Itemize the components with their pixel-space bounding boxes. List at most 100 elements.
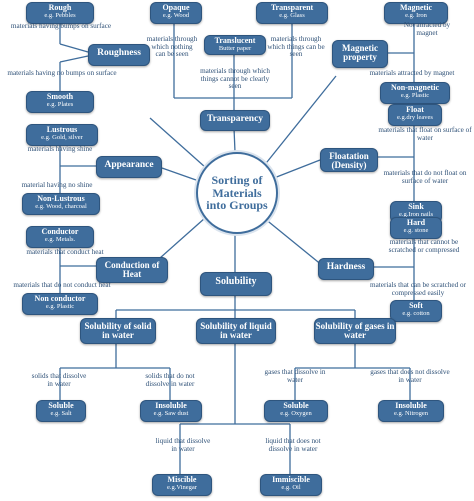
- node-appearance-title: Appearance: [104, 160, 154, 170]
- label-things-seen: materials through which things can be se…: [267, 35, 325, 59]
- node-magnetic-property: Magnetic property: [332, 40, 388, 68]
- node-floatation: Floatation (Density): [320, 148, 378, 172]
- label-no-shine: material having no shine: [21, 181, 93, 189]
- node-soluble-oxygen-example: e.g. Oxygen: [280, 410, 312, 417]
- label-solids-dissolve: solids that dissolve in water: [31, 372, 87, 388]
- node-rough-title: Rough: [48, 3, 72, 12]
- node-translucent-title: Translucent: [214, 36, 256, 45]
- node-insoluble-nitrogen: Insoluble e.g. Nitrogen: [378, 400, 444, 422]
- node-floatation-title: Floatation (Density): [329, 151, 369, 171]
- node-transparent-example: e.g. Glass: [279, 12, 305, 19]
- label-not-attracted: Not attracted by magnet: [403, 21, 451, 37]
- node-miscible-example: e.g.Vinegar: [167, 484, 197, 491]
- node-conduction-of-heat: Conduction of Heat: [96, 257, 168, 283]
- central-topic: Sorting of Materials into Groups: [196, 152, 278, 234]
- node-insoluble-sawdust-example: e.g. Saw dust: [153, 410, 189, 417]
- node-soft: Soft e.g. cotton: [390, 300, 442, 322]
- node-soluble-oxygen: Soluble e.g. Oxygen: [264, 400, 328, 422]
- node-solubility-liquid-title: Solubility of liquid in water: [200, 321, 272, 341]
- node-rough: Rough e.g. Pebbles: [26, 2, 94, 24]
- label-solids-not: solids that do not dissolve in water: [145, 372, 195, 388]
- node-rough-example: e.g. Pebbles: [44, 12, 76, 19]
- node-magnetic-property-title: Magnetic property: [342, 43, 378, 63]
- node-opaque-title: Opaque: [162, 3, 190, 12]
- node-immiscible-title: Immiscible: [272, 475, 310, 484]
- node-magnetic-title: Magnetic: [400, 3, 432, 12]
- node-transparency-title: Transparency: [206, 114, 264, 124]
- node-soluble-oxygen-title: Soluble: [283, 401, 309, 410]
- node-sink-title: Sink: [408, 202, 424, 211]
- label-float-water: materials that float on surface of water: [378, 126, 472, 142]
- label-can-scratch: materials that can be scratched or compr…: [370, 281, 466, 297]
- node-hard: Hard e.g. stone: [390, 217, 442, 239]
- node-non-magnetic-example: e.g. Plastic: [400, 92, 430, 99]
- node-smooth-title: Smooth: [46, 92, 74, 101]
- label-not-conduct: materials that do not conduct heat: [13, 281, 111, 289]
- node-non-conductor: Non conductor e.g. Plastic: [22, 293, 98, 315]
- node-solubility-liquid: Solubility of liquid in water: [196, 318, 276, 344]
- label-not-clearly: materials through which things cannot be…: [200, 67, 270, 91]
- node-insoluble-nitrogen-example: e.g. Nitrogen: [393, 410, 429, 417]
- node-conductor-title: Conductor: [41, 227, 79, 236]
- central-topic-text: Sorting of Materials into Groups: [206, 173, 268, 213]
- node-solubility-gas: Solubility of gases in water: [314, 318, 396, 344]
- node-solubility-solid: Solubility of solid in water: [80, 318, 156, 344]
- label-bumps: materials having bumps on surface: [10, 22, 112, 30]
- label-liquid-dissolve: liquid that dissolve in water: [155, 437, 211, 453]
- node-magnetic-example: e.g. Iron: [405, 12, 427, 19]
- node-float-example: e.g.dry leaves: [397, 114, 433, 121]
- node-roughness-title: Roughness: [97, 48, 141, 58]
- node-smooth-example: e.g. Plates: [46, 101, 74, 108]
- node-sink-example: e.g.Iron nails: [398, 211, 434, 218]
- node-conductor-example: e.g. Metals.: [44, 236, 76, 243]
- label-nothing-seen: materials through which nothing can be s…: [146, 35, 198, 59]
- node-float-title: Float: [406, 105, 424, 114]
- node-soft-title: Soft: [409, 301, 423, 310]
- node-insoluble-sawdust: Insoluble e.g. Saw dust: [140, 400, 202, 422]
- node-magnetic: Magnetic e.g. Iron: [384, 2, 448, 24]
- label-liquid-not: liquid that does not dissolve in water: [265, 437, 321, 453]
- node-conduction-of-heat-title: Conduction of Heat: [104, 260, 160, 280]
- node-transparent: Transparent e.g. Glass: [256, 2, 328, 24]
- node-hard-example: e.g. stone: [403, 227, 429, 234]
- node-conductor: Conductor e.g. Metals.: [26, 226, 94, 248]
- node-non-conductor-example: e.g. Plastic: [45, 303, 75, 310]
- label-no-bumps: materials having no bumps on surface: [7, 69, 117, 77]
- node-appearance: Appearance: [96, 156, 162, 178]
- node-solubility-title: Solubility: [215, 276, 257, 287]
- label-gases-dissolve: gases that dissolve in water: [264, 368, 326, 384]
- node-hardness: Hardness: [318, 258, 374, 280]
- node-immiscible: Immiscible e.g. Oil: [260, 474, 322, 496]
- node-float: Float e.g.dry leaves: [388, 104, 442, 126]
- node-solubility-solid-title: Solubility of solid in water: [84, 321, 152, 341]
- label-not-float: materials that do not float on surface o…: [383, 169, 467, 185]
- node-hardness-title: Hardness: [326, 262, 366, 272]
- label-shine: materials having shine: [27, 145, 93, 153]
- node-non-magnetic-title: Non-magnetic: [391, 83, 439, 92]
- node-insoluble-nitrogen-title: Insoluble: [395, 401, 427, 410]
- node-opaque: Opaque e.g. Wood: [150, 2, 202, 24]
- node-immiscible-example: e.g. Oil: [281, 484, 301, 491]
- node-soluble-salt-title: Soluble: [48, 401, 74, 410]
- node-translucent: Translucent Butter paper: [204, 35, 266, 55]
- label-conduct-heat: materials that conduct heat: [26, 248, 104, 256]
- label-attracted: materials attracted by magnet: [369, 69, 455, 77]
- node-lustrous-example: e.g. Gold, silver: [41, 134, 83, 141]
- label-gases-not: gases that does not dissolve in water: [370, 368, 450, 384]
- node-hard-title: Hard: [406, 218, 426, 227]
- node-miscible: Miscible e.g.Vinegar: [152, 474, 212, 496]
- node-smooth: Smooth e.g. Plates: [26, 91, 94, 113]
- node-non-lustrous: Non-Lustrous e.g. Wood, charcoal: [22, 193, 100, 215]
- node-translucent-example: Butter paper: [218, 45, 252, 52]
- node-soluble-salt: Soluble e.g. Salt: [36, 400, 86, 422]
- node-lustrous-title: Lustrous: [46, 125, 78, 134]
- node-non-lustrous-title: Non-Lustrous: [37, 194, 85, 203]
- node-solubility: Solubility: [200, 272, 272, 296]
- node-non-lustrous-example: e.g. Wood, charcoal: [35, 203, 87, 210]
- node-solubility-gas-title: Solubility of gases in water: [315, 321, 395, 341]
- node-insoluble-sawdust-title: Insoluble: [155, 401, 187, 410]
- node-roughness: Roughness: [88, 44, 150, 66]
- node-lustrous: Lustrous e.g. Gold, silver: [26, 124, 98, 146]
